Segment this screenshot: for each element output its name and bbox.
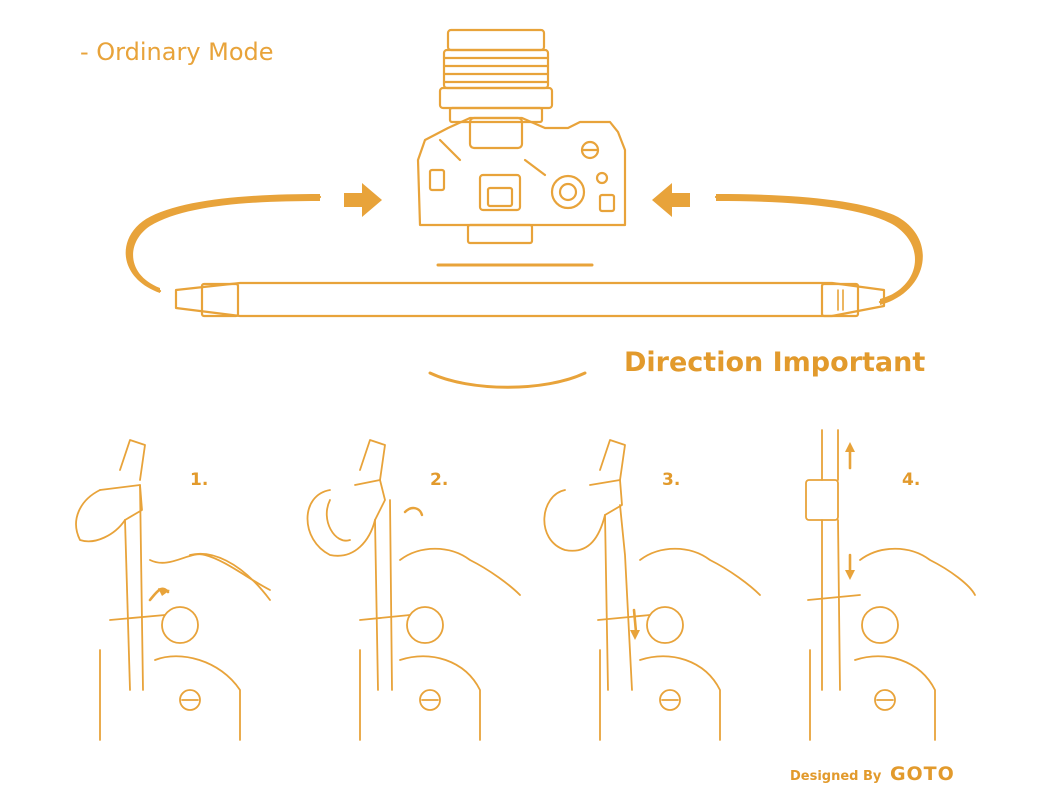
step-number-2: 2. — [430, 470, 449, 490]
step-number-1: 1. — [190, 470, 209, 490]
strap-left-end — [125, 194, 320, 293]
designer-credit: Designed By GOTO — [790, 763, 955, 785]
step1-illustration — [75, 439, 271, 741]
step3-illustration — [543, 439, 761, 741]
direction-label: Direction Important — [624, 347, 926, 378]
step4-up-arrow-icon — [845, 442, 855, 452]
step-number-3: 3. — [662, 470, 681, 490]
camera-illustration — [416, 28, 627, 245]
arrow-right-icon — [344, 183, 382, 217]
step4-illustration — [805, 429, 976, 741]
strap-right-end — [716, 194, 923, 305]
step3-arrow-icon — [630, 630, 640, 640]
step-number-4: 4. — [902, 470, 921, 490]
credit-prefix: Designed By — [790, 769, 882, 784]
step1-arrow-icon — [158, 588, 170, 596]
step2-illustration — [306, 439, 521, 741]
step4-down-arrow-icon — [845, 570, 855, 580]
brand-logo: GOTO — [889, 763, 955, 785]
arrow-left-icon — [652, 183, 690, 217]
mode-label: - Ordinary Mode — [80, 38, 274, 66]
